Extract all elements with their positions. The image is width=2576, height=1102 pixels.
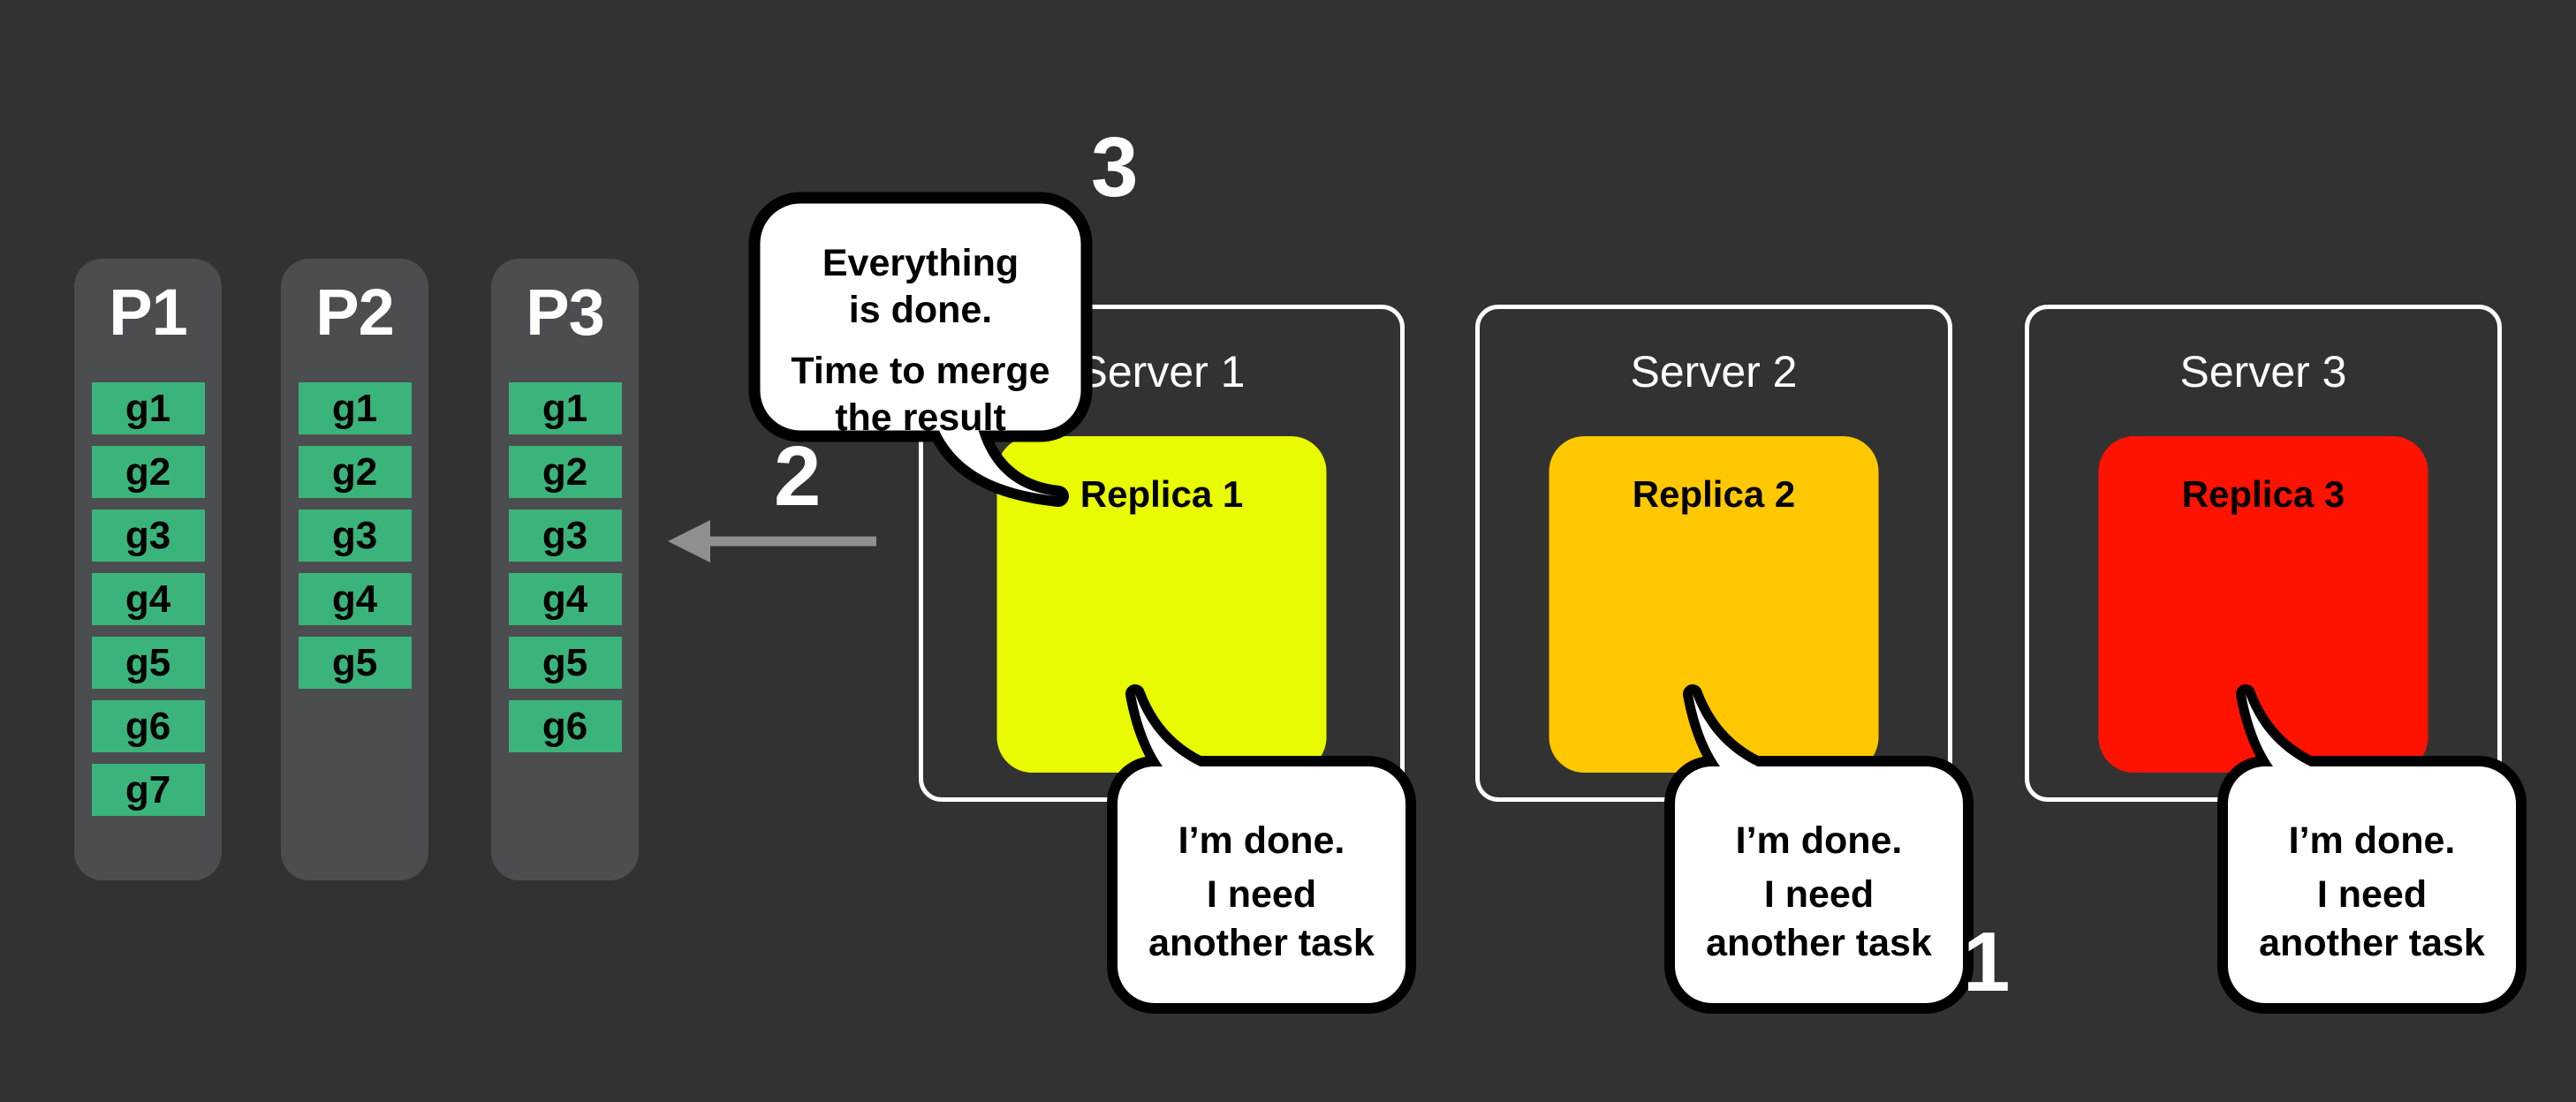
partition-p3-groups: g1 g2 g3 g4 g5 g6 [491,382,639,752]
step-3-label: 3 [1091,120,1139,215]
group-chip: g1 [91,382,205,434]
group-chip: g2 [508,446,622,498]
done-speech-text-1: I’m done. I need another task [1116,817,1407,968]
group-chip: g4 [91,573,205,625]
done1-line-1: I’m done. [1178,819,1345,862]
partition-p2: P2 g1 g2 g3 g4 g5 [281,259,428,880]
done3-line-1: I’m done. [2288,819,2456,862]
group-chip: g1 [508,382,622,434]
partition-p2-groups: g1 g2 g3 g4 g5 [281,382,428,689]
partition-p1-groups: g1 g2 g3 g4 g5 g6 g7 [74,382,222,816]
done2-line-2: I need [1763,873,1875,916]
group-chip: g3 [298,509,412,562]
server-2-title: Server 2 [1630,347,1798,396]
group-chip: g6 [91,700,205,752]
group-chip: g2 [298,446,412,498]
done2-line-1: I’m done. [1735,819,1903,862]
group-chip: g5 [91,637,205,689]
replica-1-title: Replica 1 [1080,473,1244,515]
done-speech-bubble-1 [1107,684,1416,1014]
server-1-title: Server 1 [1078,347,1246,396]
done1-line-3: another task [1148,922,1375,964]
replica-3: Replica 3 [2098,436,2428,773]
group-chip: g5 [508,637,622,689]
merge-line-3: Time to merge [791,350,1050,392]
done3-line-2: I need [2316,873,2428,916]
done-speech-bubble-2 [1664,684,1974,1014]
replica-2-title: Replica 2 [1632,473,1796,515]
group-chip: g2 [91,446,205,498]
done-speech-bubble-3 [2217,684,2527,1014]
group-chip: g1 [298,382,412,434]
partition-p3-title: P3 [526,276,605,349]
replica-1: Replica 1 [996,436,1327,773]
merge-line-2: is done. [848,289,993,331]
group-chip: g4 [508,573,622,625]
merge-left-arrow-icon [668,520,876,562]
done-speech-text-2: I’m done. I need another task [1673,817,1965,968]
partition-p2-title: P2 [315,276,395,349]
partition-p1-title: P1 [109,276,188,349]
partition-p1: P1 g1 g2 g3 g4 g5 g6 g7 [74,259,222,880]
merge-speech-text: Everything is done. Time to merge the re… [757,240,1084,442]
replica-3-title: Replica 3 [2181,473,2345,515]
group-chip: g5 [298,637,412,689]
group-chip: g3 [508,509,622,562]
step-1-label: 1 [1963,915,2011,1009]
group-chip: g7 [91,764,205,816]
merge-line-4: the result [835,396,1006,439]
merge-line-1: Everything [822,242,1019,284]
group-chip: g4 [298,573,412,625]
done-speech-text-3: I’m done. I need another task [2226,817,2518,968]
done2-line-3: another task [1706,922,1932,964]
done3-line-3: another task [2259,922,2485,964]
done1-line-2: I need [1206,873,1317,916]
partition-p3: P3 g1 g2 g3 g4 g5 g6 [491,259,639,880]
group-chip: g6 [508,700,622,752]
server-1-box: Server 1 Replica 1 [919,305,1405,802]
server-3-box: Server 3 Replica 3 [2025,305,2502,802]
merge-speech-bubble [748,192,1093,507]
group-chip: g3 [91,509,205,562]
step-2-label: 2 [774,429,822,524]
server-3-title: Server 3 [2179,347,2347,396]
